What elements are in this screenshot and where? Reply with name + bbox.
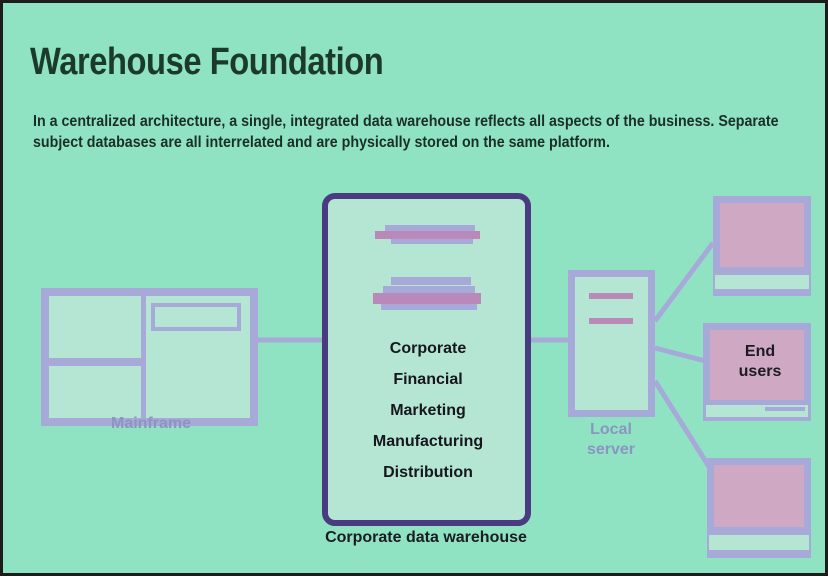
terminal-icon	[707, 458, 811, 558]
end-users-label-line2: users	[738, 363, 782, 380]
database-item: Marketing	[390, 402, 466, 419]
mainframe-icon	[41, 288, 258, 426]
database-item: Distribution	[383, 464, 473, 481]
disk-stack-icon	[375, 225, 480, 244]
warehouse-box	[322, 193, 531, 526]
link-server-terminal-top	[652, 241, 716, 323]
description-text: In a centralized architecture, a single,…	[33, 113, 779, 151]
database-item: Manufacturing	[372, 433, 484, 450]
network-diagram	[41, 193, 811, 558]
local-server-label-line1: Local	[590, 421, 632, 438]
local-server-icon	[568, 270, 655, 417]
page-title: Warehouse Foundation	[30, 41, 384, 83]
terminal-icon	[703, 323, 811, 421]
terminal-icon	[713, 196, 811, 296]
database-item: Financial	[393, 371, 463, 388]
mainframe-label: Mainframe	[110, 415, 192, 432]
disk-stack-icon	[373, 277, 481, 310]
warehouse-database-list: Corporate Financial Marketing Manufactur…	[328, 333, 528, 488]
link-server-terminal-bottom	[652, 379, 716, 475]
database-item: Corporate	[389, 340, 467, 357]
local-server-label-line2: server	[586, 441, 636, 458]
end-users-label-line1: End	[744, 343, 776, 360]
warehouse-caption: Corporate data warehouse	[325, 529, 527, 546]
